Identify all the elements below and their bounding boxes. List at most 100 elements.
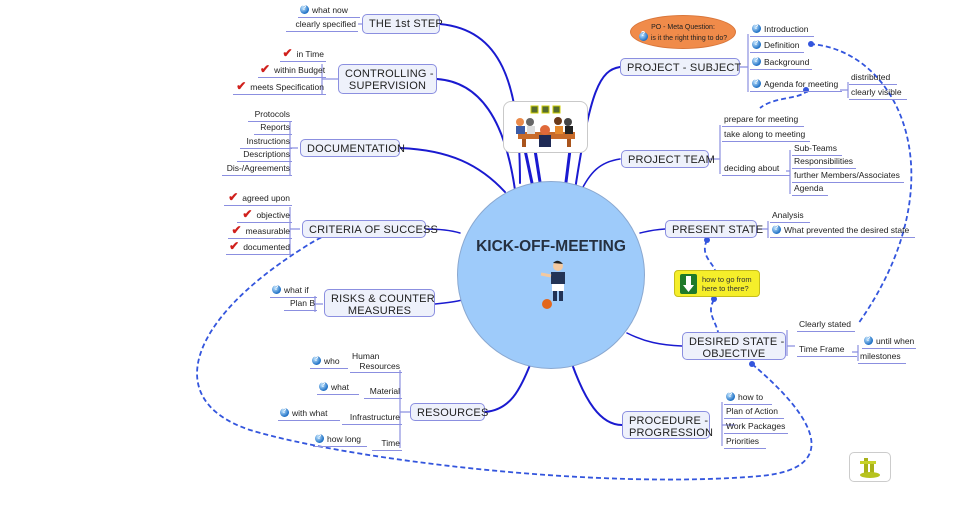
check-icon: ✔ xyxy=(260,62,271,76)
meta-question-bubble[interactable]: PO - Meta Question: is it the right thin… xyxy=(630,15,736,49)
leaf-priorities[interactable]: Priorities xyxy=(724,436,766,449)
leaf-objective[interactable]: ✔objective xyxy=(237,207,292,223)
topic-first-step[interactable]: THE 1st STEP xyxy=(362,14,443,34)
topic-criteria-of-success[interactable]: CRITERIA OF SUCCESS xyxy=(302,220,438,238)
leaf-protocols[interactable]: Protocols xyxy=(248,109,292,122)
topic-resources[interactable]: RESOURCES xyxy=(410,403,488,421)
question-icon xyxy=(312,354,321,365)
leaf-prepare-for-meeting[interactable]: prepare for meeting xyxy=(722,114,804,127)
leaf-sub-teams[interactable]: Sub-Teams xyxy=(792,143,842,156)
topic-procedure-progression[interactable]: PROCEDURE -PROGRESSION xyxy=(622,411,713,439)
leaf-within-budget[interactable]: ✔within Budget xyxy=(258,62,326,78)
leaf-what[interactable]: what xyxy=(317,380,359,395)
branch-subject xyxy=(574,66,621,191)
link-goal-to-desired xyxy=(710,299,719,333)
leaf-what-now[interactable]: what now xyxy=(298,3,360,18)
question-icon xyxy=(638,30,648,41)
info-icon xyxy=(752,77,761,88)
branch-desired xyxy=(626,332,683,347)
leaf-definition[interactable]: Definition xyxy=(750,38,804,53)
leaf-meets-specification[interactable]: ✔meets Specification xyxy=(233,80,326,95)
leaf-what-prevented[interactable]: What prevented the desired state xyxy=(770,223,915,238)
question-icon xyxy=(864,334,873,345)
topic-controlling-supervision[interactable]: CONTROLLING -SUPERVISION xyxy=(338,64,437,94)
leaf-distributed[interactable]: distributed xyxy=(849,72,897,85)
branch-image-1 xyxy=(523,148,534,185)
question-icon xyxy=(272,283,281,294)
topic-desired-state-objective[interactable]: DESIRED STATE -OBJECTIVE xyxy=(682,332,786,360)
branch-image-3 xyxy=(564,148,572,184)
central-topic-title: KICK-OFF-MEETING xyxy=(476,238,626,255)
leaf-descriptions[interactable]: Descriptions xyxy=(237,149,292,162)
check-icon: ✔ xyxy=(228,190,239,204)
question-icon xyxy=(315,432,324,443)
leaf-deciding-about[interactable]: deciding about xyxy=(722,163,790,176)
meeting-people-icon xyxy=(516,105,575,147)
branch-criteria xyxy=(424,228,461,234)
leaf-analysis[interactable]: Analysis xyxy=(770,210,810,223)
branch-controlling xyxy=(436,78,516,191)
link-agenda-to-team xyxy=(759,89,809,109)
leaf-until-when[interactable]: until when xyxy=(862,334,916,349)
branch-resources xyxy=(484,364,531,413)
leaf-infrastructure[interactable]: Infrastructure xyxy=(342,412,402,425)
question-icon xyxy=(726,390,735,401)
leaf-plan-of-action[interactable]: Plan of Action xyxy=(724,406,784,419)
tree-stamp-icon xyxy=(860,458,880,478)
leaf-responsibilities[interactable]: Responsibilities xyxy=(792,156,856,169)
check-icon: ✔ xyxy=(282,46,293,60)
check-icon: ✔ xyxy=(231,223,242,237)
leaf-agreed-upon[interactable]: ✔agreed upon xyxy=(224,190,292,206)
leaf-time[interactable]: Time xyxy=(372,438,402,451)
leaf-how-long[interactable]: how long xyxy=(313,432,367,447)
leaf-documented[interactable]: ✔documented xyxy=(226,239,292,255)
leaf-agenda[interactable]: Agenda xyxy=(792,183,828,196)
meeting-illustration xyxy=(503,101,588,153)
branch-procedure xyxy=(571,363,623,426)
leaf-reports[interactable]: Reports xyxy=(254,122,292,135)
check-icon: ✔ xyxy=(229,239,240,253)
central-topic[interactable]: KICK-OFF-MEETING xyxy=(457,181,645,369)
leaf-plan-b[interactable]: Plan B xyxy=(284,298,317,311)
leaf-what-if[interactable]: what if xyxy=(270,283,317,298)
leaf-work-packages[interactable]: Work Packages xyxy=(724,421,788,434)
topic-documentation[interactable]: DOCUMENTATION xyxy=(300,139,405,157)
leaf-who[interactable]: who xyxy=(310,354,348,369)
leaf-agenda-for-meeting[interactable]: Agenda for meeting xyxy=(750,77,842,92)
leaf-clearly-stated[interactable]: Clearly stated xyxy=(797,319,855,332)
leaf-time-frame[interactable]: Time Frame xyxy=(797,344,857,357)
branch-image-2 xyxy=(533,148,542,184)
topic-project-subject[interactable]: PROJECT - SUBJECT xyxy=(620,58,741,76)
leaf-further-members[interactable]: further Members/Associates xyxy=(792,170,904,183)
branch-documentation xyxy=(399,147,506,193)
leaf-background[interactable]: Background xyxy=(750,55,812,70)
floating-image xyxy=(849,452,891,482)
leaf-introduction[interactable]: Introduction xyxy=(750,22,814,37)
info-icon xyxy=(752,38,761,49)
question-icon xyxy=(300,3,309,14)
leaf-clearly-visible[interactable]: clearly visible xyxy=(849,87,907,100)
soccer-player-icon xyxy=(540,260,565,309)
leaf-material[interactable]: Material xyxy=(364,386,402,399)
link-present-to-goal xyxy=(703,239,716,271)
link-definition-to-desired xyxy=(809,43,913,325)
leaf-instructions[interactable]: Instructions xyxy=(240,136,292,149)
info-icon xyxy=(752,55,761,66)
leaf-clearly-specified[interactable]: clearly specified xyxy=(286,19,358,32)
leaf-take-along-to-meeting[interactable]: take along to meeting xyxy=(722,129,810,142)
leaf-milestones[interactable]: milestones xyxy=(858,351,906,364)
topic-present-state[interactable]: PRESENT STATE xyxy=(665,220,763,238)
check-icon: ✔ xyxy=(242,207,253,221)
topic-project-team[interactable]: PROJECT TEAM xyxy=(621,150,715,168)
info-icon xyxy=(752,22,761,33)
down-arrow-icon xyxy=(680,274,697,294)
link-desired-to-criteria xyxy=(196,220,813,481)
leaf-dis-agreements[interactable]: Dis-/Agreements xyxy=(222,163,292,176)
leaf-how-to[interactable]: how to xyxy=(724,390,772,405)
leaf-measurable[interactable]: ✔measurable xyxy=(228,223,292,239)
leaf-with-what[interactable]: with what xyxy=(278,406,340,421)
leaf-in-time[interactable]: ✔in Time xyxy=(280,46,326,62)
